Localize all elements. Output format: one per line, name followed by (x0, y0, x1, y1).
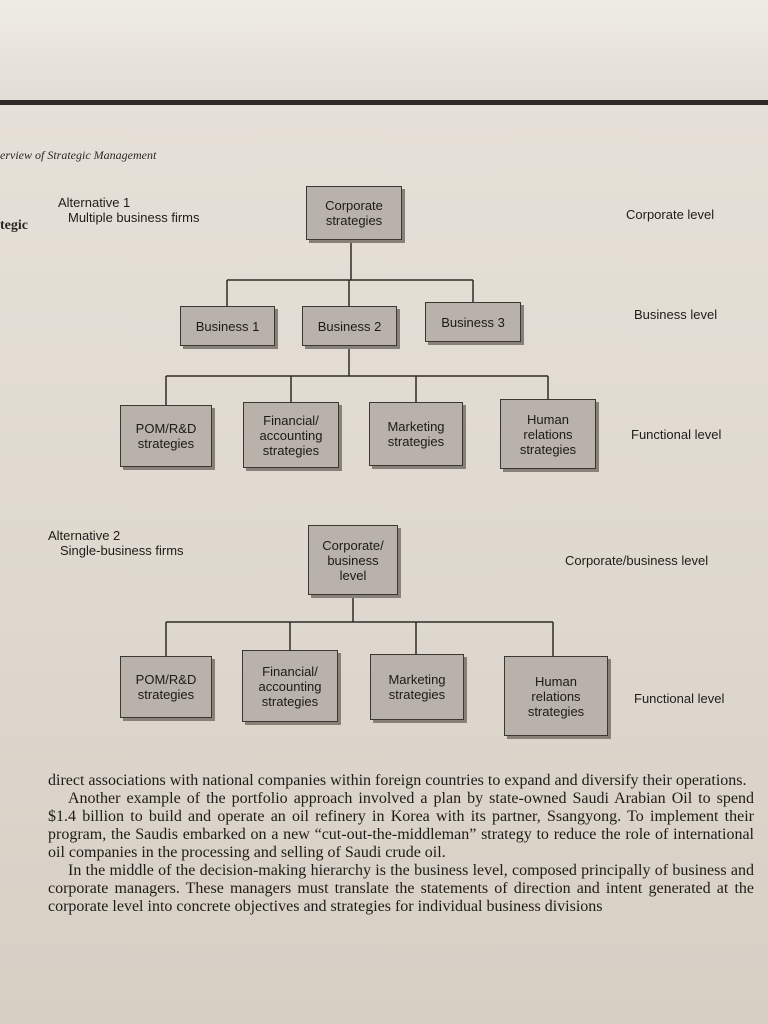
corporate-strategies-box: Corporate strategies (306, 186, 402, 240)
box-label: Business 3 (441, 314, 505, 330)
box-label: strategies (387, 434, 445, 449)
business-1-box: Business 1 (180, 306, 275, 346)
box-label: accounting (258, 678, 322, 694)
body-text: direct associations with national compan… (48, 772, 754, 916)
alternative-2-heading: Alternative 2 Single-business firms (48, 528, 184, 558)
functional-level-label-2: Functional level (634, 691, 725, 706)
side-tab: tegic (0, 218, 28, 233)
box-label: strategies (388, 687, 446, 702)
box-label: Human (535, 673, 577, 689)
human-relations-strategies-box-2: Human relations strategies (504, 656, 608, 736)
alternative-1-subtitle: Multiple business firms (68, 210, 200, 225)
box-label: Business 1 (195, 318, 260, 334)
box-label: strategies (261, 693, 319, 709)
box-label: POM/R&D (135, 672, 197, 687)
box-label: strategies (137, 436, 195, 451)
paragraph: Another example of the portfolio approac… (48, 790, 754, 861)
box-label: POM/R&D (135, 421, 197, 436)
paragraph: direct associations with national compan… (48, 772, 747, 789)
box-label: Business 2 (317, 318, 382, 334)
box-label: strategies (527, 703, 585, 719)
box-label: accounting (259, 427, 323, 443)
box-label: Marketing (387, 419, 445, 434)
box-label: Corporate (325, 198, 383, 213)
box-label: business (327, 552, 379, 568)
business-3-box: Business 3 (425, 302, 521, 342)
alternative-2-subtitle: Single-business firms (60, 543, 184, 558)
marketing-strategies-box-2: Marketing strategies (370, 654, 464, 720)
business-level-label: Business level (634, 307, 718, 322)
background-surface (0, 0, 768, 100)
alternative-1-title: Alternative 1 (58, 195, 131, 210)
box-label: Marketing (388, 672, 446, 687)
box-label: strategies (519, 441, 577, 457)
box-label: strategies (325, 213, 383, 228)
financial-accounting-strategies-box: Financial/ accounting strategies (243, 402, 339, 468)
box-label: Financial/ (262, 663, 318, 679)
pom-rd-strategies-box-2: POM/R&D strategies (120, 656, 212, 718)
functional-level-label: Functional level (631, 427, 722, 442)
business-2-box: Business 2 (302, 306, 397, 346)
box-label: Corporate/ (322, 537, 384, 553)
box-label: strategies (262, 442, 320, 458)
human-relations-strategies-box: Human relations strategies (500, 399, 596, 469)
financial-accounting-strategies-box-2: Financial/ accounting strategies (242, 650, 338, 722)
corporate-business-level-box: Corporate/ business level (308, 525, 398, 595)
corporate-business-level-label: Corporate/business level (565, 553, 709, 568)
marketing-strategies-box: Marketing strategies (369, 402, 463, 466)
box-label: strategies (137, 687, 195, 702)
paragraph: In the middle of the decision-making hie… (48, 862, 754, 915)
running-head: erview of Strategic Management (0, 148, 157, 162)
box-label: level (339, 567, 367, 583)
pom-rd-strategies-box: POM/R&D strategies (120, 405, 212, 467)
box-label: relations (523, 426, 573, 442)
box-label: relations (531, 688, 581, 704)
box-label: Financial/ (263, 412, 319, 428)
box-label: Human (527, 411, 569, 427)
corporate-level-label: Corporate level (626, 207, 715, 222)
alternative-2-title: Alternative 2 (48, 528, 121, 543)
alternative-1-heading: Alternative 1 Multiple business firms (58, 195, 200, 225)
